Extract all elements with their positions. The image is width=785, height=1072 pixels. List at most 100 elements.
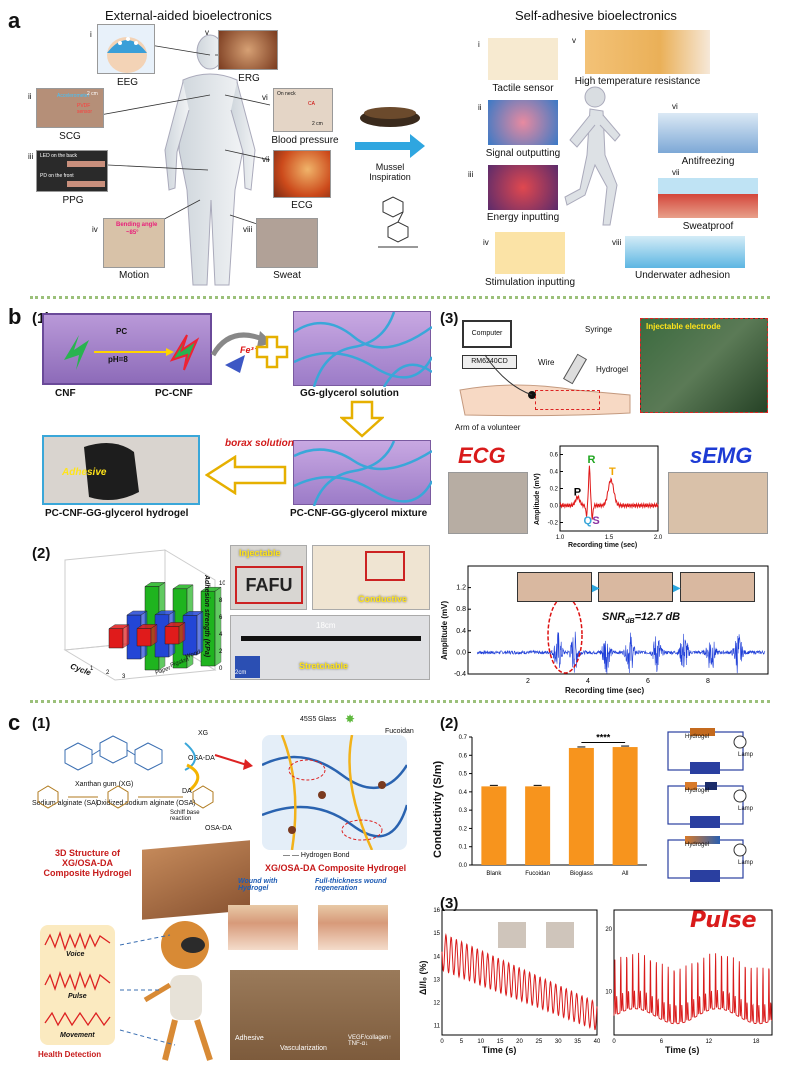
cnf-crystal-icons — [64, 334, 200, 371]
scg-scale-text: 2 cm — [87, 91, 98, 97]
snr-value: =12.7 dB — [634, 611, 681, 623]
ppg-image: LED on the back PD on the front — [36, 150, 108, 192]
setup-hydrogel-label: Hydrogel — [596, 365, 629, 374]
scale-2cm: 2cm — [235, 656, 260, 678]
hand-pose-3 — [680, 572, 755, 602]
strain-xtick-label: 35 — [574, 1039, 581, 1045]
cond-ytick-label: 0.6 — [459, 753, 468, 759]
health-label: Health Detection — [38, 1050, 102, 1059]
borax-label: borax solution — [225, 438, 294, 449]
conductive-label: Conductive — [358, 594, 408, 604]
hand-pose-2 — [598, 572, 673, 602]
adhesion-ylabel: Adhesion strength (KPa) — [203, 575, 210, 658]
b3d-ytick-label: 10 — [219, 581, 225, 587]
signal-image — [488, 100, 558, 145]
circuit-lamp-3: Lamp — [738, 860, 754, 866]
cond-ytick-label: 0.1 — [459, 845, 468, 851]
panel-a-right-title: Self-adhesive bioelectronics — [515, 8, 677, 23]
circuit-hydrogel-2: Hydrogel — [685, 788, 710, 794]
hightemp-num: v — [572, 36, 576, 45]
pulse-xtick-label: 18 — [753, 1039, 760, 1045]
scg-pvdf-text: PVDF sensor — [77, 103, 93, 115]
tactile-label: Tactile sensor — [492, 83, 554, 94]
divider-ab — [30, 296, 770, 299]
fe-label: Fe³⁺ — [240, 345, 259, 355]
glass-label: 45S5 Glass — [300, 716, 337, 723]
b3d-ytick-label: 4 — [219, 632, 223, 638]
cnf-box: PC pH=8 — [42, 313, 212, 385]
stim-num: iv — [483, 238, 489, 247]
ecg-xtick-label: 1.5 — [605, 535, 614, 541]
b3d-bar-top — [136, 624, 158, 629]
mussel-icon — [355, 107, 425, 158]
human-body-figure — [164, 34, 256, 286]
health-waves — [44, 930, 111, 1027]
osa-da-label: OSA-DA — [188, 755, 215, 762]
eeg-label: EEG — [116, 77, 139, 88]
ecg-xtick-label: 1.0 — [556, 535, 565, 541]
movement-label: Movement — [60, 1032, 95, 1039]
vegf-label: VEGF/collagen↑ TNF-α↓ — [348, 1035, 392, 1047]
strain-photo-1 — [498, 922, 526, 948]
ecg-xtick-label: 2.0 — [654, 535, 663, 541]
pulse-xtick-label: 0 — [612, 1039, 616, 1045]
antifreeze-image — [658, 113, 758, 153]
xanthan-structure-icon — [64, 735, 163, 771]
mussel-inspiration-label: Mussel Inspiration — [355, 162, 425, 182]
arm-label: Arm of a volunteer — [455, 423, 521, 432]
composite-network — [261, 734, 409, 851]
sweatproof-num: vii — [672, 168, 680, 177]
ppg-led-text: LED on the back — [40, 153, 77, 159]
ecg-peak-p: P — [574, 486, 581, 498]
scg-accelerometer-text: Accelerometer — [57, 93, 90, 99]
emg-ylabel: Amplitude (mV) — [440, 600, 449, 660]
xg-osa-arrows — [184, 742, 253, 792]
underwater-label: Underwater adhesion — [634, 270, 731, 281]
emg-ytick-label: 0.8 — [456, 606, 466, 613]
strain-xtick-label: 25 — [536, 1039, 543, 1045]
emg-ytick-label: 1.2 — [456, 585, 466, 592]
strain-xtick-label: 20 — [516, 1039, 523, 1045]
conductive-photo: Conductive — [312, 545, 430, 610]
panel-c2-label: (2) — [440, 715, 459, 732]
sweatproof-image — [658, 178, 758, 218]
cond-category-label: Blank — [486, 871, 502, 877]
length-label: 18cm — [316, 621, 336, 630]
motion-num: iv — [92, 225, 98, 234]
b3d-bar-front — [136, 628, 152, 647]
emg-ytick-label: 0.4 — [456, 628, 466, 635]
arrow-right-icon-1: ▶ — [592, 583, 600, 594]
energy-label: Energy inputting — [486, 212, 560, 223]
b3d-ytick-label: 6 — [219, 615, 223, 621]
emg-ytick-label: -0.4 — [454, 671, 466, 678]
cond-ytick-label: 0.4 — [459, 790, 468, 796]
b3d-ytick-label: 8 — [219, 598, 223, 604]
signal-num: ii — [478, 103, 482, 112]
strain-xtick-label: 10 — [477, 1039, 484, 1045]
gg-network-icon — [293, 311, 434, 388]
underwater-num: viii — [612, 238, 622, 247]
semg-title: sEMG — [690, 443, 753, 468]
hand-pose-1 — [517, 572, 592, 602]
fucoidan-label: Fucoidan — [385, 728, 414, 735]
strain-photo-2 — [546, 922, 574, 948]
cond-ytick-label: 0.0 — [459, 863, 468, 869]
b3d-bar-top — [182, 611, 204, 616]
energy-num: iii — [468, 170, 474, 179]
adhesive-c-label: Adhesive — [235, 1035, 264, 1042]
injectable-photo: Injectable FAFU — [230, 545, 307, 610]
cond-bar — [481, 786, 507, 865]
led-highlight — [365, 551, 405, 581]
panel-a-left-title: External-aided bioelectronics — [105, 8, 272, 23]
bp-image: On neck CA 2 cm — [273, 88, 333, 132]
hightemp-label: High temperature resistance — [574, 76, 701, 87]
stretchable-label: Stretchable — [299, 661, 349, 671]
pc-text: PC — [116, 327, 128, 336]
bp-num: vi — [262, 93, 268, 102]
b3d-bar-top — [164, 622, 186, 627]
eeg-num: i — [90, 30, 92, 39]
inspiration-text: Inspiration — [369, 172, 411, 182]
pc-cnf-label: PC-CNF — [155, 388, 193, 399]
